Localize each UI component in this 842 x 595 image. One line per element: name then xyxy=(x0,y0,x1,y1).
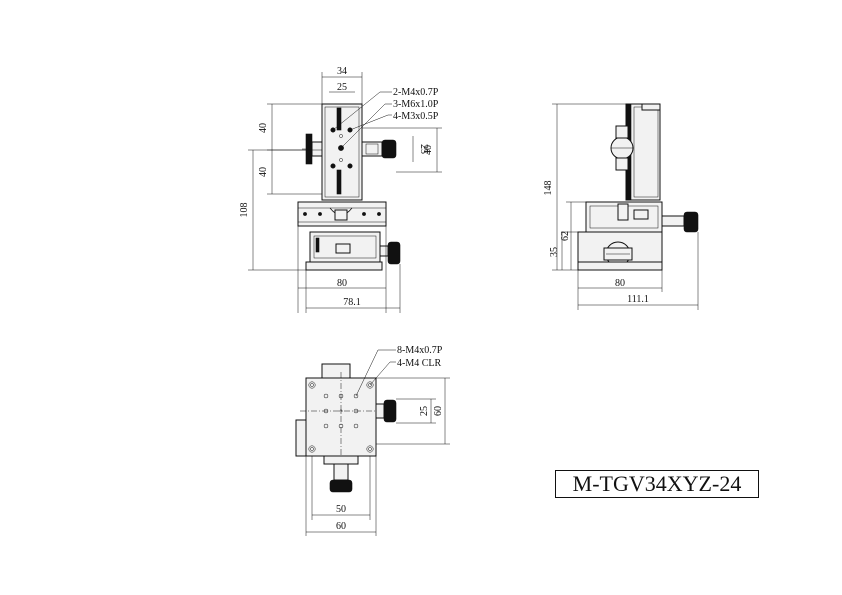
side-dimensions: 148 62 35 80 111.1 xyxy=(543,103,699,310)
dim-top-bottom-outer: 60 xyxy=(336,521,346,532)
callout-front-3: 4-M3x0.5P xyxy=(393,111,439,122)
dim-base-width: 80 xyxy=(337,278,347,289)
dim-top-inner: 25 xyxy=(337,82,347,93)
front-right-knob xyxy=(381,139,397,159)
top-right-knob xyxy=(383,399,397,423)
dim-left-upper: 40 xyxy=(258,123,269,133)
dim-top-right-inner: 25 xyxy=(419,406,430,416)
dim-left-lower: 40 xyxy=(258,167,269,177)
front-dimensions: 34 25 40 40 108 25 40 80 78.1 xyxy=(239,66,442,313)
dim-right-outer: 40 xyxy=(423,145,434,155)
callout-top-2: 4-M4 CLR xyxy=(397,358,442,369)
front-base xyxy=(305,261,383,271)
dim-top-right-outer: 60 xyxy=(433,406,444,416)
front-vertical-stage xyxy=(321,103,363,201)
dim-top-width: 34 xyxy=(337,66,347,77)
side-base xyxy=(577,261,663,271)
top-bottom-knob xyxy=(329,479,353,493)
front-view xyxy=(297,103,401,271)
dim-right-side: 25 xyxy=(418,144,429,154)
dim-side-base-width: 80 xyxy=(615,278,625,289)
callout-front-1: 2-M4x0.7P xyxy=(393,87,439,98)
side-middle-knob xyxy=(683,211,699,233)
dim-side-mid-height: 62 xyxy=(560,231,571,241)
top-view xyxy=(295,363,397,493)
dim-top-bottom-inner: 50 xyxy=(336,504,346,515)
dim-side-total-height: 148 xyxy=(543,181,554,196)
dim-overall-width: 78.1 xyxy=(343,297,361,308)
dim-side-overall-width: 111.1 xyxy=(627,294,649,305)
side-view xyxy=(577,103,699,271)
front-lower-knob xyxy=(387,241,401,265)
model-number-label: M-TGV34XYZ-24 xyxy=(555,470,759,498)
front-left-knob xyxy=(305,133,313,165)
dim-side-low-height: 35 xyxy=(549,247,560,257)
top-dimensions: 25 60 50 60 8-M4x0.7P 4-M4 CLR xyxy=(305,345,450,536)
callout-top-1: 8-M4x0.7P xyxy=(397,345,443,356)
callout-front-2: 3-M6x1.0P xyxy=(393,99,439,110)
dim-total-height: 108 xyxy=(239,203,250,218)
